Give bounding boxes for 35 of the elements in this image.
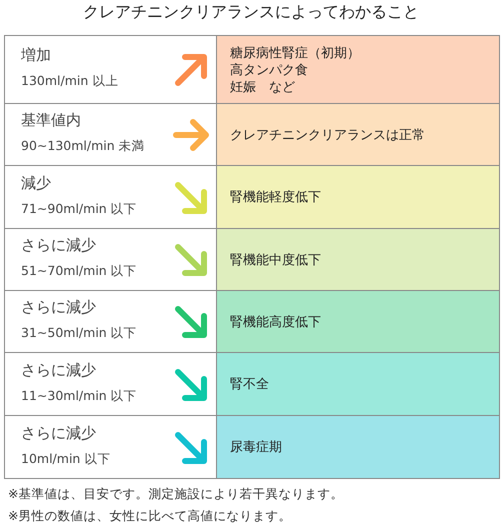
range-value: 31~50ml/min 以下 — [21, 325, 137, 342]
result-cell — [216, 352, 500, 416]
status-label: 減少 — [21, 174, 51, 192]
footnote: ※男性の数値は、女性に比べて高値になります。 — [8, 508, 292, 525]
result-cell — [216, 165, 500, 229]
status-label: さらに減少 — [21, 360, 96, 380]
range-value: 51~70ml/min 以下 — [21, 263, 137, 280]
status-label: 増加 — [21, 46, 51, 65]
range-cell — [4, 35, 217, 104]
status-label: 基準値内 — [21, 111, 81, 130]
status-label: さらに減少 — [21, 424, 96, 442]
range-value: 71~90ml/min 以下 — [21, 200, 137, 218]
status-label: さらに減少 — [21, 298, 96, 317]
result-text: クレアチニンクリアランスは正常 — [230, 126, 426, 144]
result-text: 尿毒症期 — [230, 439, 283, 456]
result-text: 腎不全 — [230, 376, 270, 393]
status-label: さらに減少 — [21, 236, 96, 255]
range-cell — [4, 415, 217, 479]
range-value: 90~130ml/min 未満 — [21, 138, 145, 155]
footnote: ※基準値は、目安です。測定施設により若干異なります。 — [8, 486, 344, 503]
title: クレアチニンクリアランスによってわかること — [82, 1, 420, 23]
result-text: 腎機能高度低下 — [230, 314, 322, 330]
result-text: 腎機能中度低下 — [230, 252, 322, 268]
result-cell — [216, 103, 500, 166]
result-cell — [216, 290, 500, 353]
range-value: 11~30ml/min 以下 — [21, 388, 137, 404]
result-cell — [216, 228, 500, 291]
range-value: 10ml/min 以下 — [21, 450, 110, 468]
result-text: 腎機能軽度低下 — [230, 189, 322, 206]
result-text: 高タンパク食 — [230, 62, 309, 78]
result-text: 妊娠 など — [230, 78, 296, 96]
result-text: 糖尿病性腎症（初期） — [230, 44, 361, 62]
result-cell — [216, 415, 500, 479]
range-value: 130ml/min 以上 — [21, 73, 118, 90]
result-cell — [216, 35, 500, 104]
